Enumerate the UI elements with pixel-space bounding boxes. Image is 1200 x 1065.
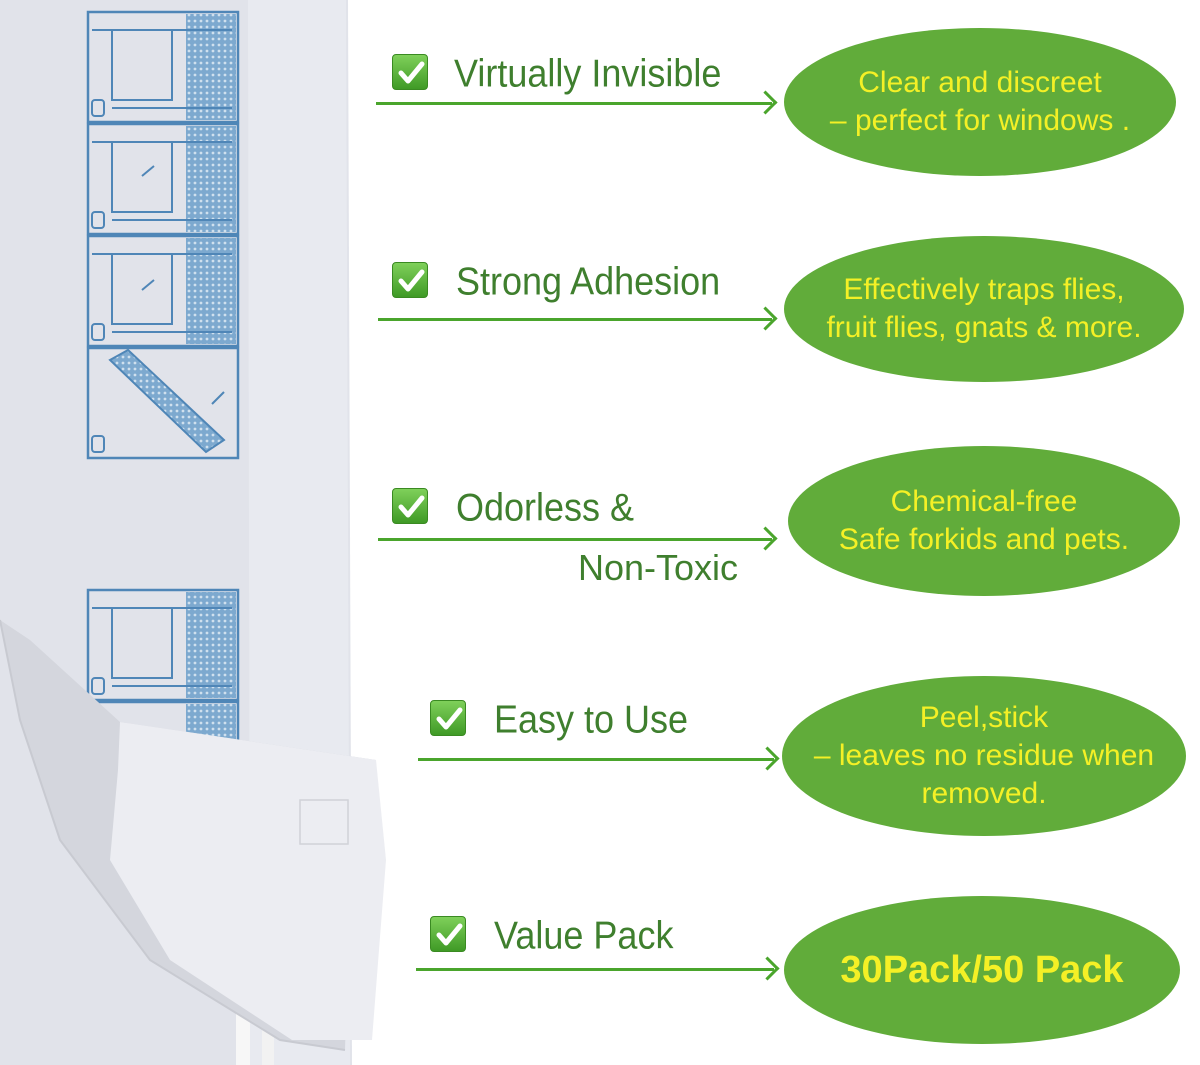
feature-label-continued: Non-Toxic — [578, 547, 739, 588]
check-icon — [430, 916, 466, 952]
description-line: Chemical-free — [890, 485, 1078, 518]
description-line: 30Pack/50 Pack — [840, 949, 1124, 991]
description-line: – leaves no residue when — [813, 739, 1155, 772]
arrow-icon — [376, 102, 772, 105]
description-line: Clear and discreet — [858, 66, 1102, 99]
check-icon — [392, 488, 428, 524]
product-sheet-image — [0, 0, 386, 1065]
description-line: Safe forkids and pets. — [838, 523, 1130, 556]
feature-label: Odorless & — [456, 484, 635, 530]
feature-label: Virtually Invisible — [454, 50, 722, 96]
arrow-icon — [378, 538, 772, 541]
feature-label: Easy to Use — [494, 696, 689, 742]
description-line: fruit flies, gnats & more. — [826, 311, 1142, 344]
description-line: Peel,stick — [919, 701, 1049, 734]
feature-description-bubble: Effectively traps flies, fruit flies, gn… — [784, 236, 1184, 382]
arrow-icon — [416, 968, 774, 971]
check-icon — [430, 700, 466, 736]
feature-label: Strong Adhesion — [456, 258, 721, 304]
feature-description-bubble: 30Pack/50 Pack — [784, 896, 1180, 1044]
check-icon — [392, 54, 428, 90]
feature-description-bubble: Chemical-free Safe forkids and pets. — [788, 446, 1180, 596]
feature-label: Value Pack — [494, 912, 674, 958]
description-line: removed. — [921, 777, 1047, 810]
feature-description-bubble: Peel,stick – leaves no residue when remo… — [782, 676, 1186, 836]
description-line: Effectively traps flies, — [843, 273, 1125, 306]
feature-description-bubble: Clear and discreet – perfect for windows… — [784, 28, 1176, 176]
check-icon — [392, 262, 428, 298]
description-line: – perfect for windows . — [829, 104, 1131, 137]
arrow-icon — [418, 758, 774, 761]
arrow-icon — [378, 318, 772, 321]
